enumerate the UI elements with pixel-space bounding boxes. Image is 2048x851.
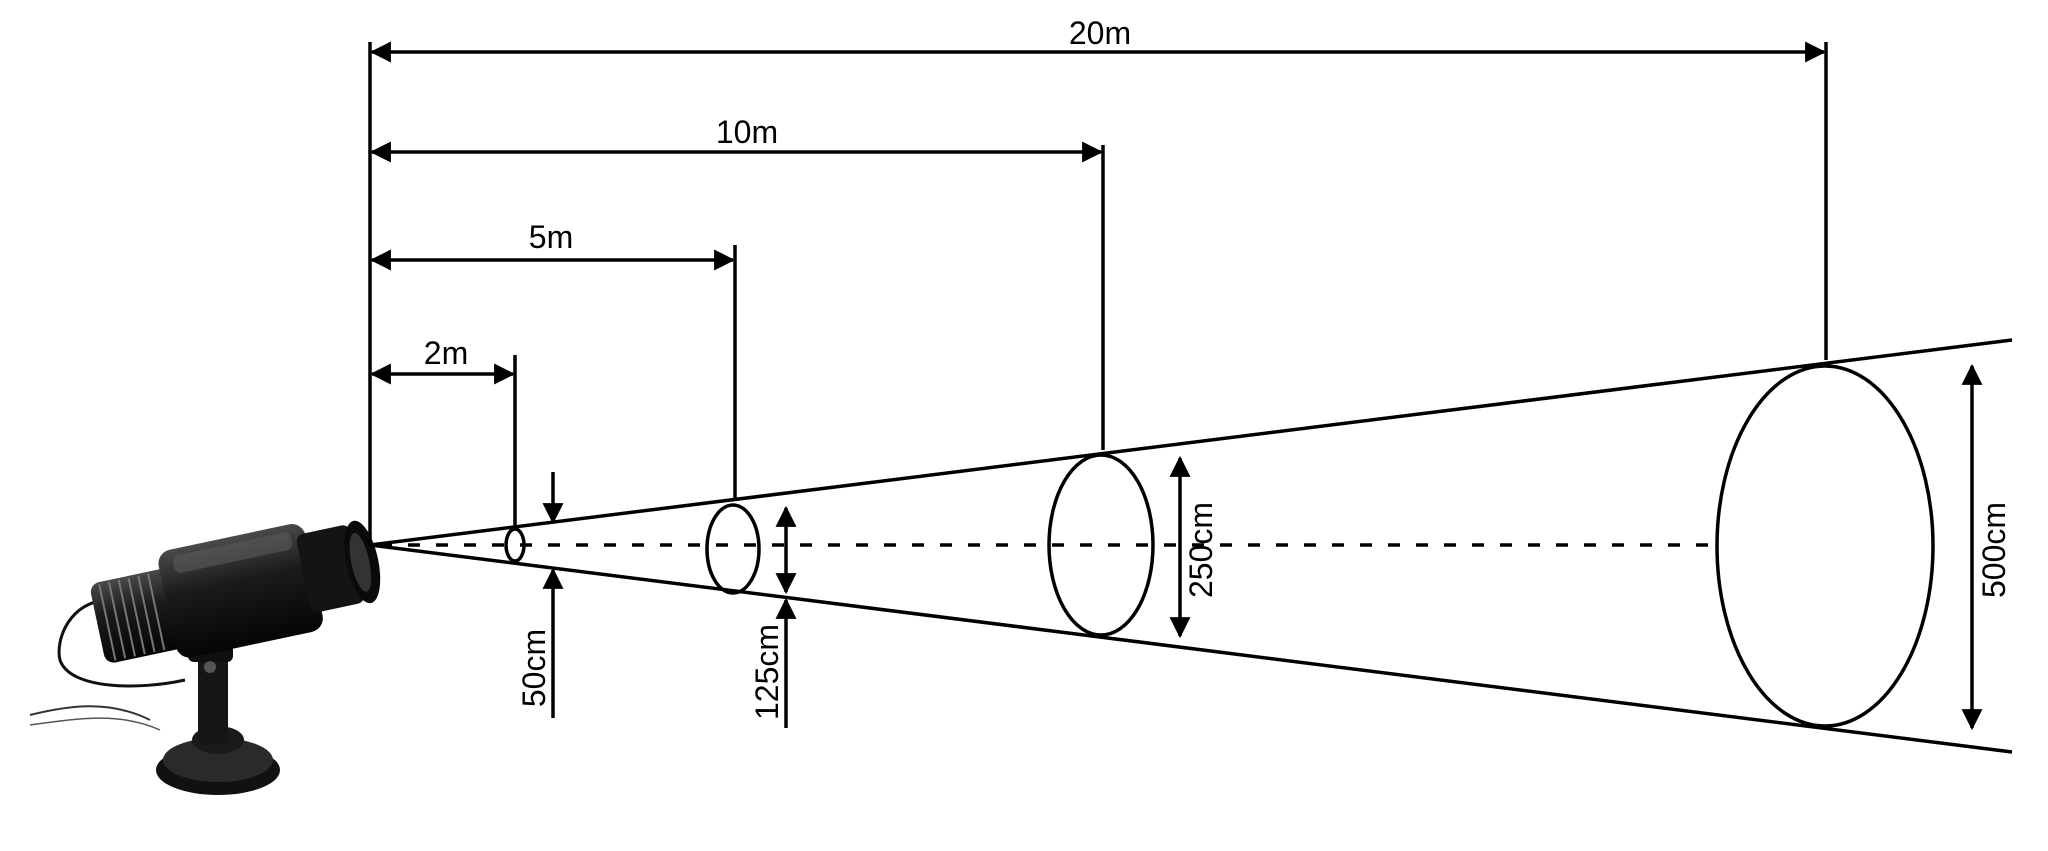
distance-label-5m: 5m bbox=[529, 219, 573, 255]
projection-ellipse-5m bbox=[705, 503, 761, 595]
size-label-250cm: 250cm bbox=[1183, 502, 1219, 598]
distance-label-10m: 10m bbox=[716, 114, 778, 150]
distance-label-2m: 2m bbox=[424, 335, 468, 371]
projection-ellipses bbox=[504, 364, 1935, 728]
size-label-50cm: 50cm bbox=[516, 629, 552, 707]
beam-lower-edge bbox=[369, 543, 2013, 754]
size-labels: 50cm 125cm 250cm 500cm bbox=[516, 502, 2012, 720]
projection-ellipse-10m bbox=[1047, 453, 1155, 637]
size-label-125cm: 125cm bbox=[749, 624, 785, 720]
projection-ellipse-20m bbox=[1715, 364, 1935, 728]
beam-upper-edge bbox=[369, 338, 2013, 547]
distance-label-20m: 20m bbox=[1069, 15, 1131, 51]
beam-cone bbox=[369, 338, 2013, 754]
distance-labels: 20m 10m 5m 2m bbox=[424, 15, 1131, 371]
distance-dimensions bbox=[368, 41, 1828, 545]
gobo-projector-icon bbox=[29, 520, 381, 795]
size-dimensions bbox=[542, 363, 1983, 731]
size-label-500cm: 500cm bbox=[1976, 502, 2012, 598]
